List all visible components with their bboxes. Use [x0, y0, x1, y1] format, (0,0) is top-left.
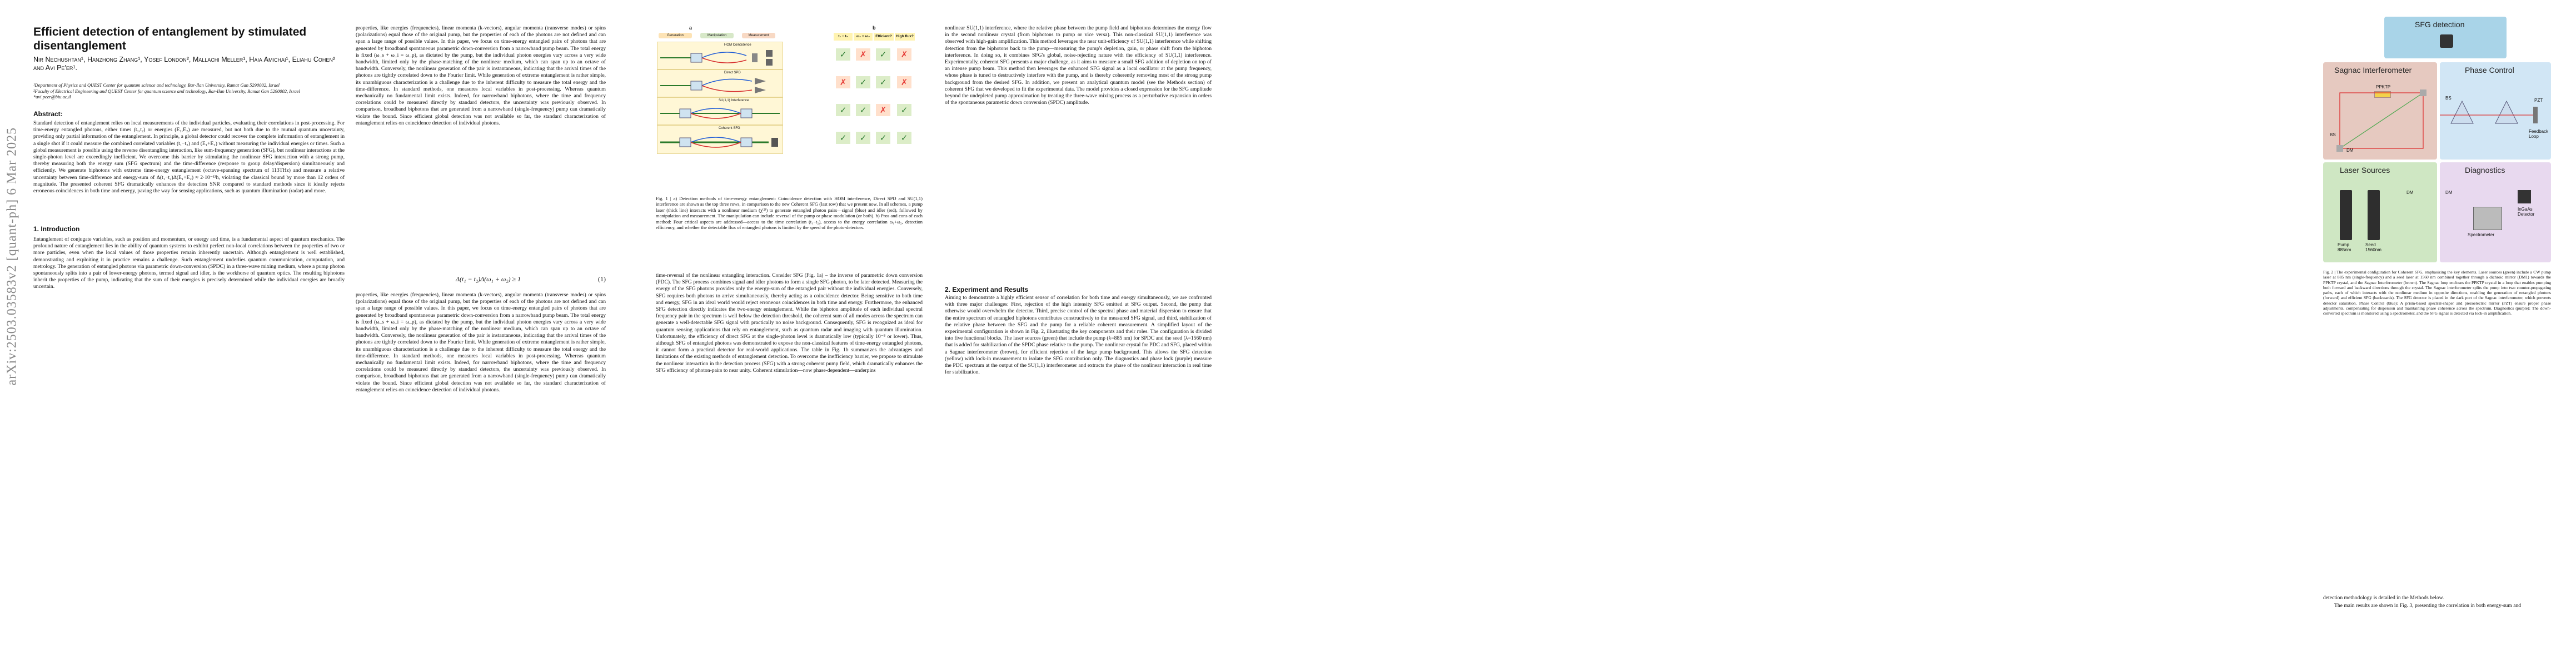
page2-right-column-text-b: Aiming to demonstrate a highly efficient… — [945, 295, 1212, 376]
equation-1: Δ(t₁ − t₂)Δ(ω₁ + ω₂) ≥ 1 (1) — [356, 275, 606, 287]
table-cell-r2-c4: ✗ — [897, 76, 911, 88]
row-label-direct-spd: Direct SPD — [724, 71, 741, 74]
ingaas-label: InGaAs Detector — [2518, 207, 2535, 217]
dm-label-diag: DM — [2445, 190, 2453, 195]
laser-sources-label: Laser Sources — [2340, 166, 2390, 175]
sagnac-beams — [2336, 89, 2426, 152]
ppktp-label: PPKTP — [2376, 84, 2391, 89]
figure-1-caption: Fig. 1 | a) Detection methods of time-en… — [656, 196, 923, 231]
pzt-label: PZT — [2534, 98, 2543, 103]
paper-title: Efficient detection of entanglement by s… — [33, 26, 307, 52]
phase-control-panel: Phase Control PZT Feedback Loop BS — [2440, 62, 2551, 160]
spectrometer-label: Spectrometer — [2468, 232, 2495, 237]
scheme-row-direct-spd: Direct SPD — [657, 69, 783, 97]
paper-authors: Nir Nechushtan¹, Hanzhong Zhang¹, Yosef … — [33, 56, 336, 72]
sfg-detection-panel: SFG detection — [2384, 17, 2507, 58]
row-label-su11: SU(1,1) Interference — [719, 99, 749, 102]
table-cell-r1-c4: ✗ — [897, 48, 911, 61]
generation-header: Generation — [659, 33, 692, 38]
page-1: arXiv:2503.03583v2 [quant-ph] 6 Mar 2025… — [0, 0, 617, 667]
table-cell-r4-c3: ✓ — [876, 132, 890, 144]
page2-left-column-text: time-reversal of the nonlinear entanglin… — [656, 272, 923, 374]
page3-bottom-text-1: detection methodology is detailed in the… — [2323, 595, 2444, 601]
feedback-label: Feedback Loop — [2529, 129, 2549, 139]
table-cell-r1-c2: ✗ — [856, 48, 870, 61]
row-label-hom: HOM Coincidence — [724, 43, 751, 47]
sagnac-panel: Sagnac Interferometer PPKTP BS DM — [2323, 62, 2437, 160]
scheme-row-coherent-sfg: Coherent SFG — [657, 125, 783, 154]
page1-right-column-text: properties, like energies (frequencies),… — [356, 25, 606, 126]
table-cell-r4-c1: ✓ — [836, 132, 850, 144]
table-cell-r3-c3: ✗ — [876, 104, 890, 116]
table-header-time: t₁ − t₂ — [834, 33, 853, 41]
experiment-heading: 2. Experiment and Results — [945, 286, 1029, 293]
figure-1-panel-a-label: a — [689, 25, 692, 31]
figure-1-panel-b-label: b — [873, 25, 876, 31]
intro-heading: 1. Introduction — [33, 225, 80, 233]
row-label-coherent-sfg: Coherent SFG — [719, 127, 740, 130]
table-cell-r4-c2: ✓ — [856, 132, 870, 144]
table-cell-r2-c1: ✗ — [836, 76, 850, 88]
page-2: a b Generation Manipulation Measurement … — [645, 0, 1262, 667]
equation-number: (1) — [598, 275, 606, 283]
affiliation-1: ¹Department of Physics and QUEST Center … — [33, 82, 280, 88]
affiliations: ¹Department of Physics and QUEST Center … — [33, 82, 345, 100]
table-cell-r1-c3: ✓ — [876, 48, 890, 61]
equation-body: Δ(t₁ − t₂)Δ(ω₁ + ω₂) ≥ 1 — [456, 275, 521, 283]
ingaas-detector-icon — [2518, 190, 2531, 203]
pump-label: Pump 885nm — [2338, 242, 2351, 252]
dm-label-left: DM — [2346, 148, 2354, 153]
manipulation-header: Manipulation — [700, 33, 734, 38]
seed-label: Seed 1560nm — [2365, 242, 2381, 252]
coherent-sfg-schematic — [660, 137, 778, 148]
spectrometer-icon — [2473, 207, 2502, 230]
pump-laser-icon — [2340, 190, 2352, 240]
table-cell-r3-c4: ✓ — [897, 104, 911, 116]
contact-email: *avi.peer@biu.ac.il — [33, 94, 71, 99]
hom-schematic — [660, 50, 773, 66]
arxiv-identifier: arXiv:2503.03583v2 [quant-ph] 6 Mar 2025 — [4, 127, 19, 386]
intro-text: Entanglement of conjugate variables, suc… — [33, 236, 345, 290]
page1-right-column-text-b: properties, like energies (frequencies),… — [356, 292, 606, 393]
scheme-row-su11: SU(1,1) Interference — [657, 97, 783, 125]
table-cell-r2-c3: ✓ — [876, 76, 890, 88]
su11-schematic — [660, 108, 780, 119]
pros-cons-table: t₁ − t₂ ω₁ + ω₂ Efficient? High flux? ✓ ✗… — [834, 33, 917, 155]
table-cell-r2-c2: ✓ — [856, 76, 870, 88]
figure-2-block: SFG detection Sagnac Interferometer PPKT… — [2323, 17, 2557, 328]
phase-control-label: Phase Control — [2465, 66, 2514, 74]
table-header-flux: High flux? — [895, 33, 915, 41]
bs-label-right: BS — [2445, 96, 2452, 101]
page3-bottom-text-2: The main results are shown in Fig. 3, pr… — [2334, 603, 2522, 609]
bs-label-left: BS — [2330, 132, 2336, 137]
sfg-detector-icon — [2440, 34, 2453, 48]
table-header-energy: ω₁ + ω₂ — [854, 33, 873, 41]
diagnostics-panel: Diagnostics DM Spectrometer InGaAs Detec… — [2440, 162, 2551, 262]
affiliation-2: ²Faculty of Electrical Engineering and Q… — [33, 88, 301, 94]
table-cell-r1-c1: ✓ — [836, 48, 850, 61]
diagnostics-label: Diagnostics — [2465, 166, 2505, 175]
sfg-detection-label: SFG detection — [2415, 20, 2465, 29]
sagnac-label: Sagnac Interferometer — [2334, 66, 2412, 74]
scheme-row-hom: HOM Coincidence — [657, 42, 783, 69]
table-header-efficient: Efficient? — [874, 33, 894, 41]
laser-sources-panel: Laser Sources Pump 885nm Seed 1560nm DM — [2323, 162, 2437, 262]
abstract-heading: Abstract: — [33, 110, 63, 118]
abstract-text: Standard detection of entanglement relie… — [33, 120, 345, 195]
page2-right-column-text: nonlinear SU(1,1) interference, where th… — [945, 25, 1212, 106]
table-cell-r3-c2: ✓ — [856, 104, 870, 116]
figure-1: a b Generation Manipulation Measurement … — [650, 25, 928, 192]
table-cell-r3-c1: ✓ — [836, 104, 850, 116]
seed-laser-icon — [2368, 190, 2380, 240]
phase-control-optics — [2440, 100, 2538, 124]
figure-2-caption: Fig. 2 | The experimental configuration … — [2323, 270, 2551, 316]
table-cell-r4-c4: ✓ — [897, 132, 911, 144]
measurement-header: Measurement — [742, 33, 775, 38]
dm-label-laser: DM — [2406, 190, 2414, 195]
direct-spd-schematic — [660, 78, 766, 93]
